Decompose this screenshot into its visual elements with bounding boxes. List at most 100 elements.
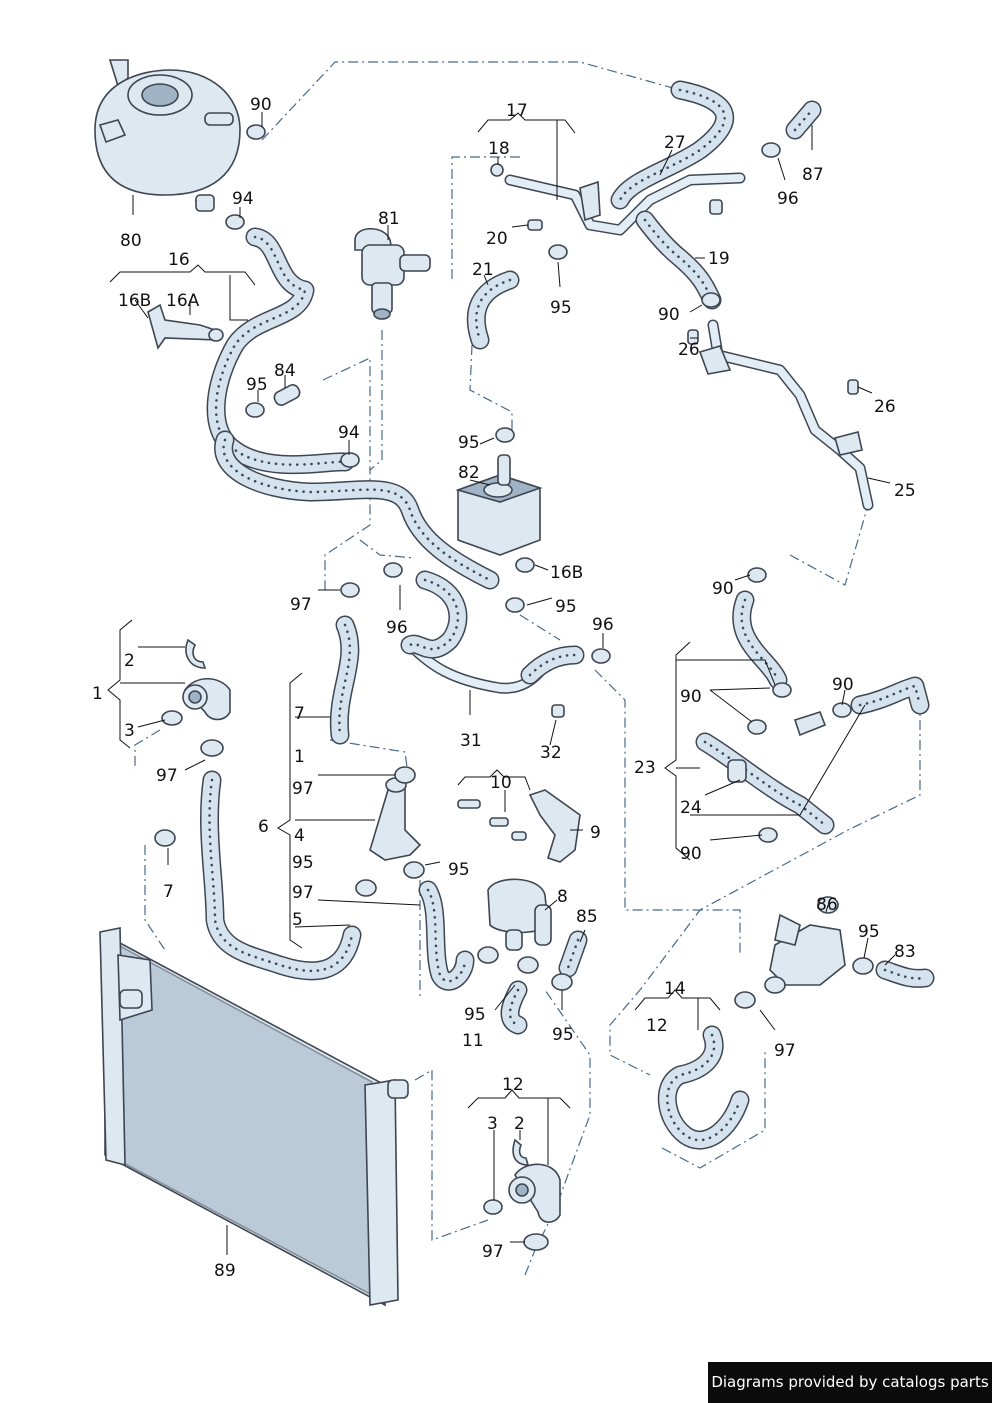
hose-19 <box>635 210 722 310</box>
label-83: 83 <box>894 942 916 962</box>
hose-24 <box>695 711 835 835</box>
label-87: 87 <box>802 165 824 185</box>
label-94: 94 <box>232 189 254 209</box>
flange-12-bottom <box>483 1138 561 1223</box>
label-86: 86 <box>816 895 838 915</box>
label-81: 81 <box>378 209 400 229</box>
expansion-tank <box>94 59 241 212</box>
label-90: 90 <box>680 687 702 707</box>
label-17: 17 <box>506 101 528 121</box>
hose-16 <box>206 227 500 590</box>
label-95: 95 <box>555 597 577 617</box>
label-94: 94 <box>338 423 360 443</box>
label-90: 90 <box>658 305 680 325</box>
label-2: 2 <box>514 1114 525 1134</box>
hose-90-right <box>850 676 930 715</box>
hose-clamps <box>154 124 874 1251</box>
label-27: 27 <box>664 133 686 153</box>
label-89: 89 <box>214 1261 236 1281</box>
label-31: 31 <box>460 731 482 751</box>
label-84: 84 <box>274 361 296 381</box>
hose-90-upper-right <box>732 590 788 690</box>
label-14: 14 <box>664 979 686 999</box>
label-90: 90 <box>712 579 734 599</box>
label-16a: 16A <box>166 291 200 311</box>
hose-96 <box>400 570 585 685</box>
label-21: 21 <box>472 260 494 280</box>
bolt-10 <box>457 799 527 841</box>
flange-1-left <box>161 638 231 726</box>
label-96: 96 <box>592 615 614 635</box>
label-3: 3 <box>124 721 135 741</box>
label-95: 95 <box>448 860 470 880</box>
coolant-pipe-25 <box>698 319 874 511</box>
hose-lower-left <box>200 770 362 981</box>
label-20: 20 <box>486 229 508 249</box>
callout-labels: 80 90 94 16 16B 16A 81 95 84 94 17 18 20… <box>92 95 916 1281</box>
label-24: 24 <box>680 798 702 818</box>
label-95: 95 <box>552 1025 574 1045</box>
label-26: 26 <box>678 340 700 360</box>
label-5: 5 <box>292 910 303 930</box>
label-97: 97 <box>774 1041 796 1061</box>
label-90: 90 <box>250 95 272 115</box>
auxiliary-pump <box>487 878 552 951</box>
label-95: 95 <box>550 298 572 318</box>
label-1: 1 <box>92 684 103 704</box>
label-12: 12 <box>646 1016 668 1036</box>
connection-lines <box>134 61 921 1276</box>
label-8: 8 <box>557 887 568 907</box>
leader-lines <box>107 112 896 1255</box>
hose-21 <box>466 270 520 350</box>
label-97: 97 <box>482 1242 504 1262</box>
hose-11 <box>500 980 528 1035</box>
label-7: 7 <box>163 882 174 902</box>
label-10: 10 <box>490 773 512 793</box>
label-1: 1 <box>294 747 305 767</box>
hose-84 <box>273 384 301 406</box>
label-6: 6 <box>258 817 269 837</box>
hose-7-upper <box>329 615 360 745</box>
label-3: 3 <box>487 1114 498 1134</box>
label-97: 97 <box>292 883 314 903</box>
radiator <box>99 927 409 1307</box>
label-95: 95 <box>246 375 268 395</box>
label-2: 2 <box>124 651 135 671</box>
label-90: 90 <box>832 675 854 695</box>
oil-cooler <box>455 454 543 556</box>
label-82: 82 <box>458 463 480 483</box>
hose-27 <box>610 80 735 210</box>
shutoff-valve <box>354 227 431 320</box>
coolant-pipe-17 <box>504 172 746 236</box>
label-80: 80 <box>120 231 142 251</box>
label-16: 16 <box>168 250 190 270</box>
thermostat-housing <box>764 896 846 994</box>
hose-83 <box>875 960 935 988</box>
label-32: 32 <box>540 743 562 763</box>
label-90: 90 <box>680 844 702 864</box>
label-23: 23 <box>634 758 656 778</box>
label-95: 95 <box>292 853 314 873</box>
label-26: 26 <box>874 397 896 417</box>
label-11: 11 <box>462 1031 484 1051</box>
label-16b: 16B <box>118 291 151 311</box>
label-16b: 16B <box>550 563 583 583</box>
hose-14 <box>657 1025 750 1150</box>
label-19: 19 <box>708 249 730 269</box>
t-piece-4 <box>369 777 422 861</box>
label-96: 96 <box>777 189 799 209</box>
label-12: 12 <box>502 1075 524 1095</box>
label-7: 7 <box>294 704 305 724</box>
label-97: 97 <box>290 595 312 615</box>
label-4: 4 <box>294 826 305 846</box>
label-95: 95 <box>458 433 480 453</box>
label-85: 85 <box>576 907 598 927</box>
bracket-9 <box>528 789 581 863</box>
footer-credit: Diagrams provided by catalogs parts <box>708 1362 992 1403</box>
label-95: 95 <box>858 922 880 942</box>
label-97: 97 <box>156 766 178 786</box>
hose-5 <box>418 880 475 991</box>
label-96: 96 <box>386 618 408 638</box>
hose-85 <box>558 930 588 978</box>
